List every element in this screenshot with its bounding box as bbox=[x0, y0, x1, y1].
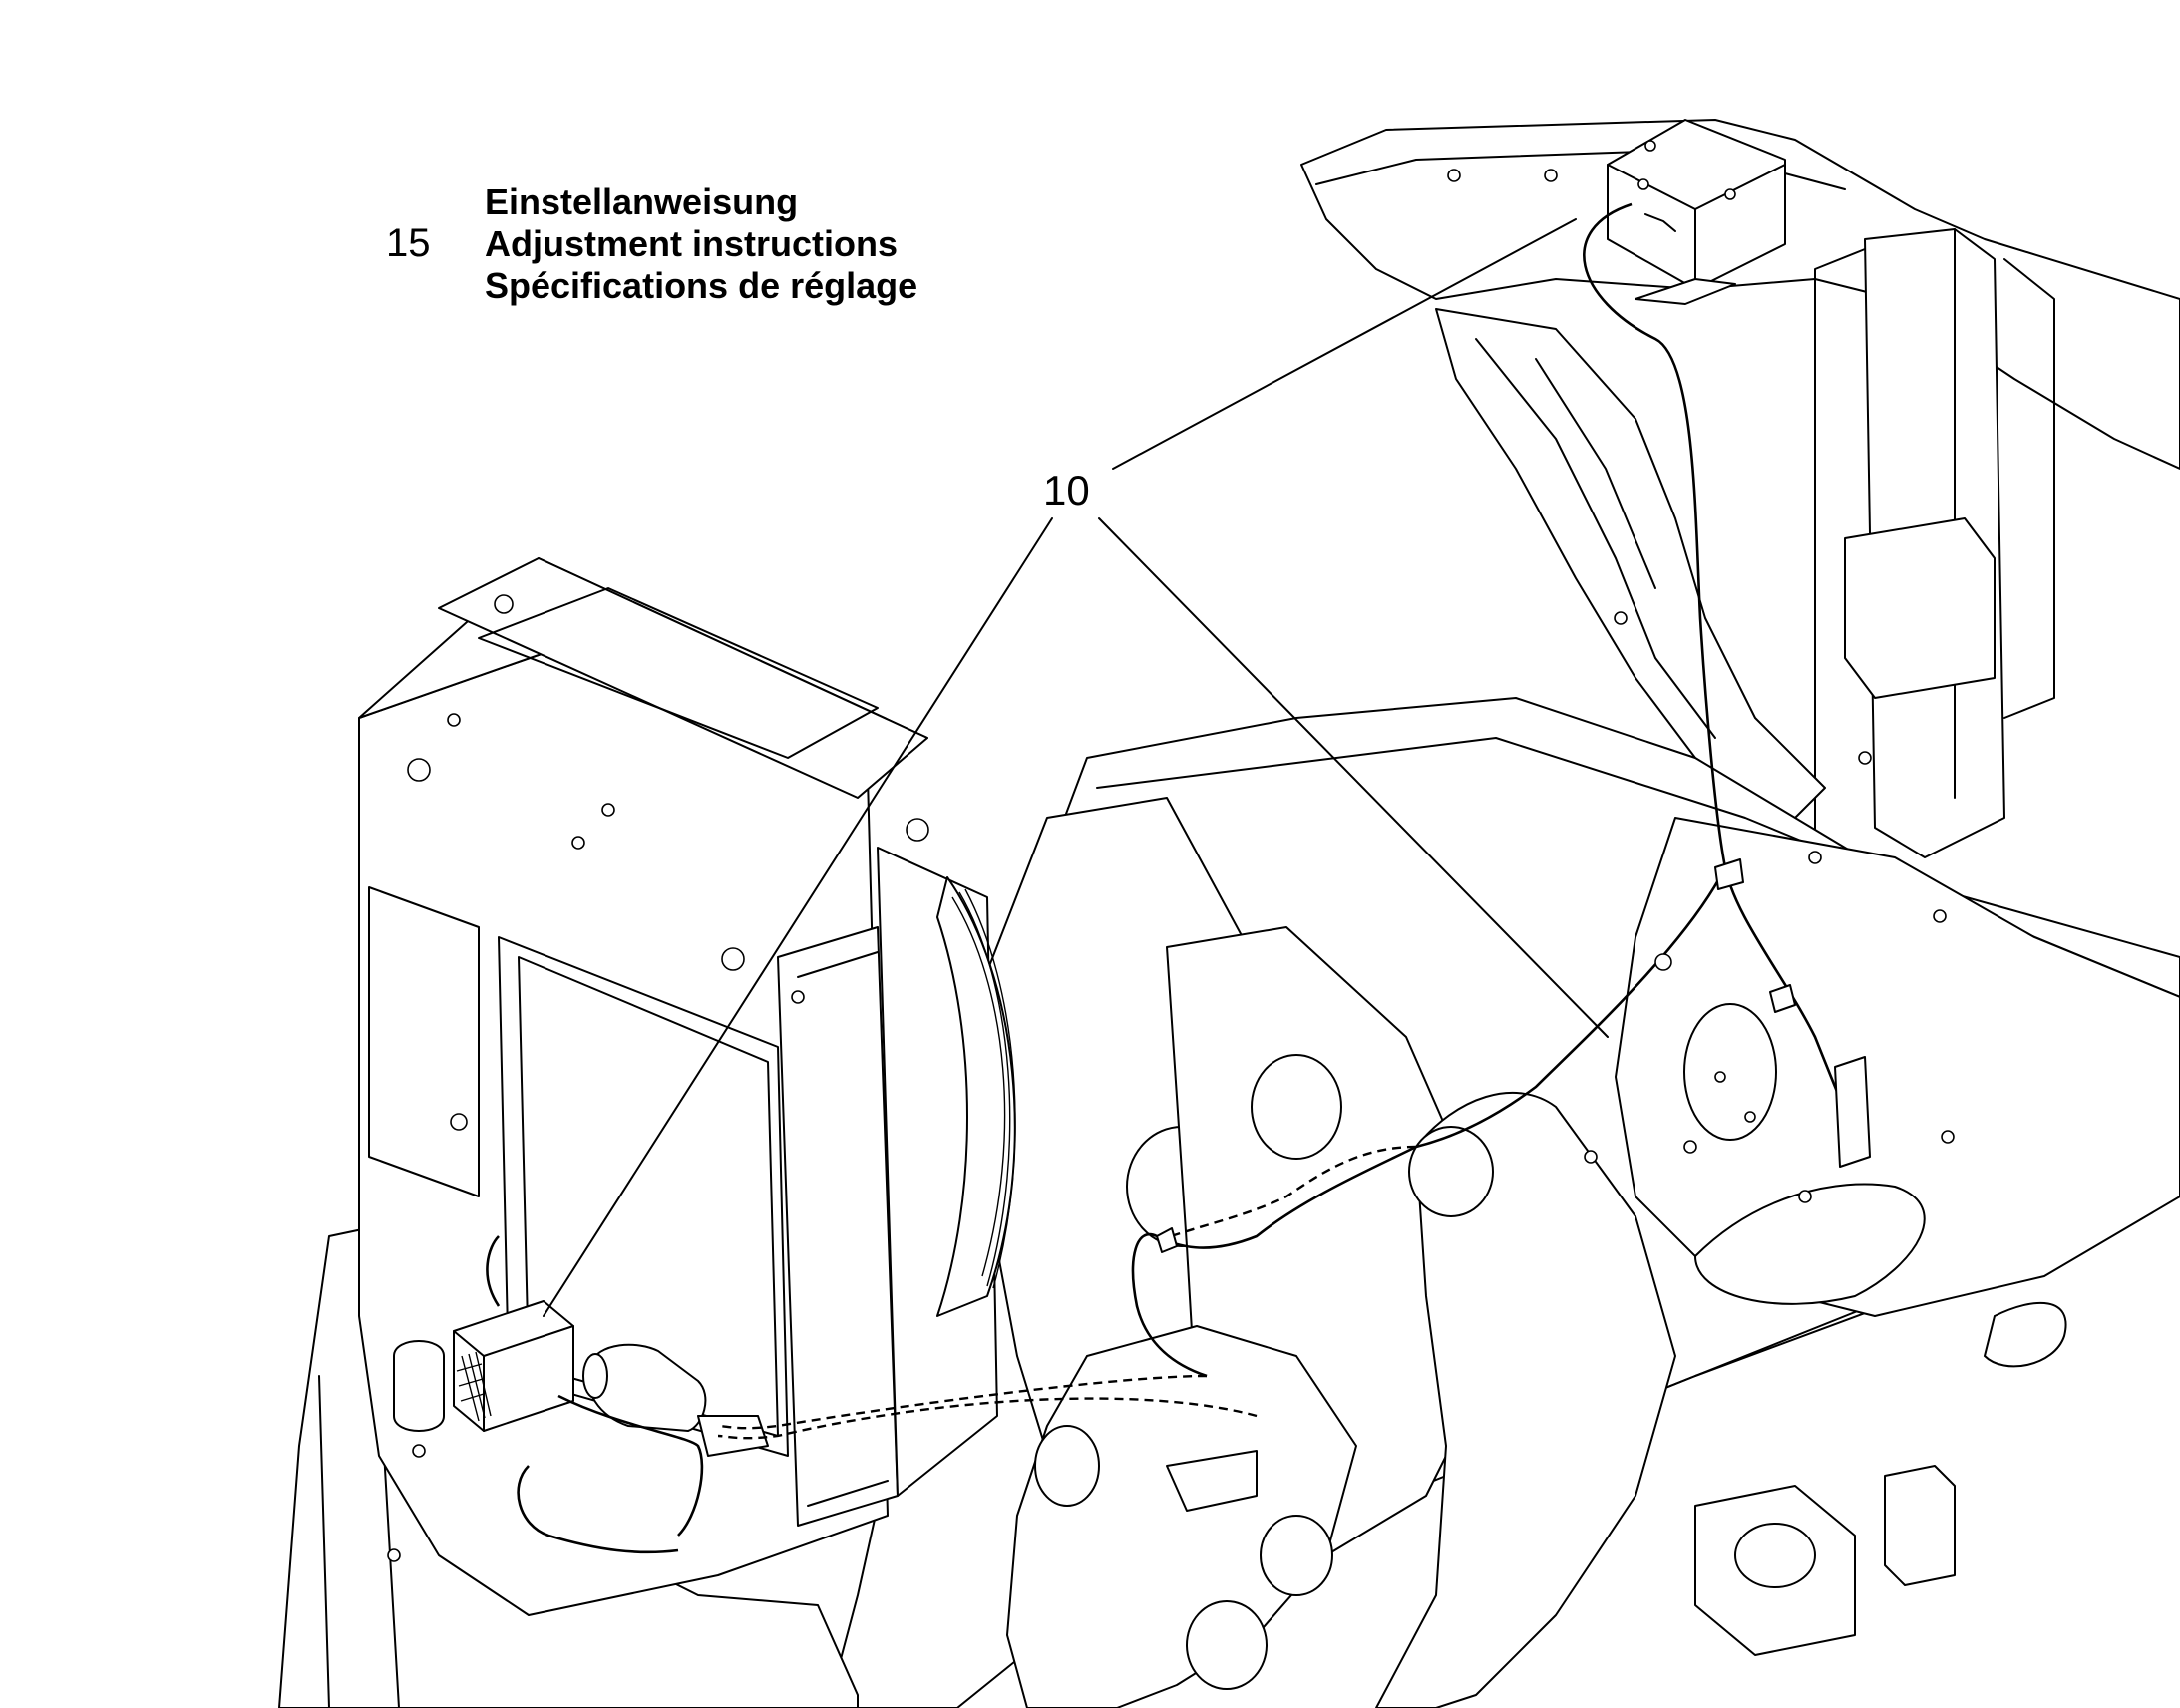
upper-control-box bbox=[1607, 119, 1786, 305]
callout-leaders bbox=[543, 218, 1609, 1317]
wiring-harness bbox=[486, 202, 1871, 1554]
legend-line-french: Spécifications de réglage bbox=[485, 265, 918, 306]
legend-line-english: Adjustment instructions bbox=[485, 223, 899, 264]
legend-item-number: 15 bbox=[386, 221, 431, 265]
lower-heater-unit bbox=[453, 1300, 769, 1457]
legend-line-german: Einstellanweisung bbox=[485, 181, 799, 222]
machine-frame bbox=[278, 119, 2180, 1708]
radiator-cooler-pack bbox=[358, 557, 1016, 1616]
legend-item-text: Einstellanweisung Adjustment instruction… bbox=[485, 181, 917, 307]
callout-label: 10 bbox=[1043, 467, 1090, 513]
